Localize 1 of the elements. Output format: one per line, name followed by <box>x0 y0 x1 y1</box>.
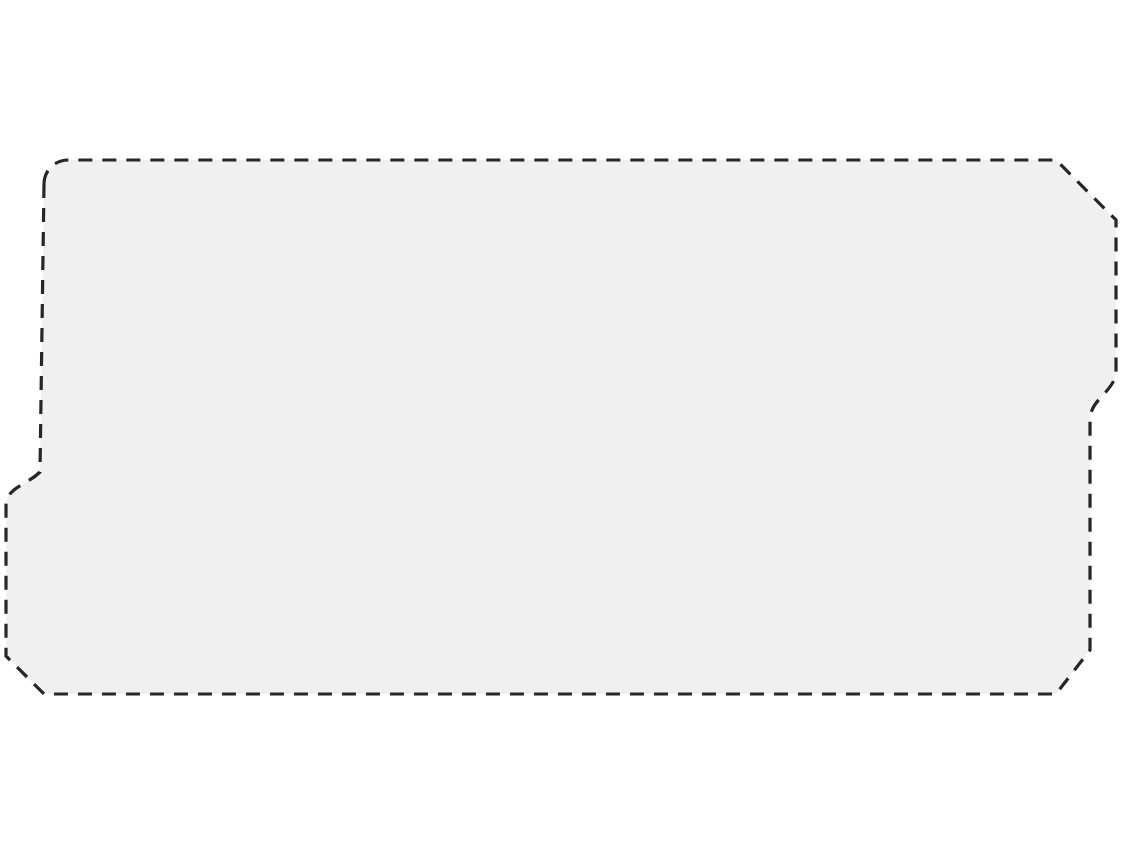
dashed-outline-shape <box>4 158 1118 696</box>
